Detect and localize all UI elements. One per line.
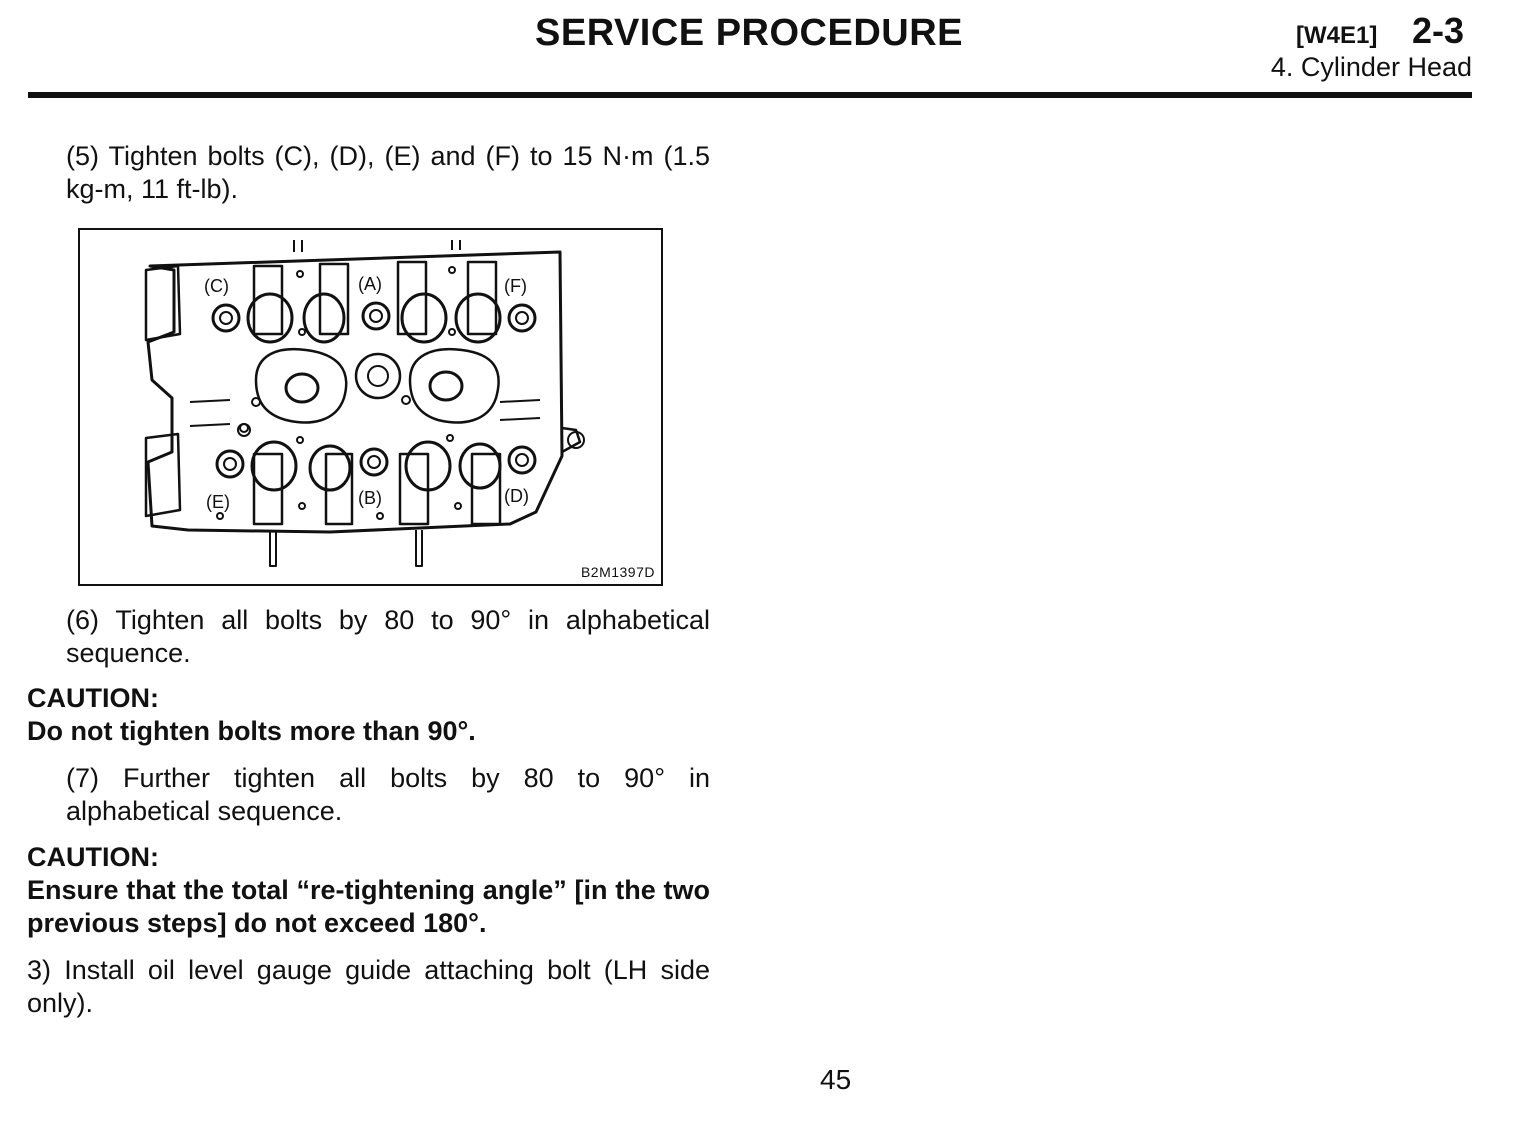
bolt-b	[359, 447, 389, 477]
bolt-c	[211, 303, 241, 333]
bolt-d	[507, 445, 537, 475]
label-bolt-c: (C)	[204, 276, 229, 296]
section-name: 4. Cylinder Head	[1270, 52, 1472, 82]
bolt-e	[215, 449, 245, 479]
page-title: SERVICE PROCEDURE	[535, 12, 964, 54]
caution-heading-1: CAUTION:	[27, 683, 159, 713]
header-rule	[28, 92, 1472, 98]
page-number: 45	[820, 1064, 852, 1095]
bolt-a	[361, 301, 391, 331]
label-bolt-b: (B)	[358, 488, 382, 508]
caution-text-1: Do not tighten bolts more than 90°.	[27, 716, 476, 746]
caution-text-2: Ensure that the total “re-tightening ang…	[27, 875, 710, 938]
label-bolt-f: (F)	[504, 276, 527, 296]
figure-code: B2M1397D	[580, 564, 655, 580]
label-bolt-a: (A)	[358, 274, 382, 294]
caution-heading-2: CAUTION:	[27, 842, 159, 872]
section-code: [W4E1]	[1296, 22, 1378, 49]
bolt-f	[507, 303, 537, 333]
step-6: (6) Tighten all bolts by 80 to 90° in al…	[66, 605, 710, 668]
label-bolt-d: (D)	[504, 486, 529, 506]
cylinder-head-figure: (C) (A) (F) (E) (B) (D) B2M1397D	[78, 228, 663, 586]
step-3: 3) Install oil level gauge guide attachi…	[27, 955, 710, 1018]
label-bolt-e: (E)	[206, 492, 230, 512]
step-7: (7) Further tighten all bolts by 80 to 9…	[66, 763, 710, 826]
chapter-number: 2-3	[1412, 10, 1465, 51]
step-5: (5) Tighten bolts (C), (D), (E) and (F) …	[66, 141, 710, 204]
cylinder-head-diagram: (C) (A) (F) (E) (B) (D)	[144, 240, 585, 567]
